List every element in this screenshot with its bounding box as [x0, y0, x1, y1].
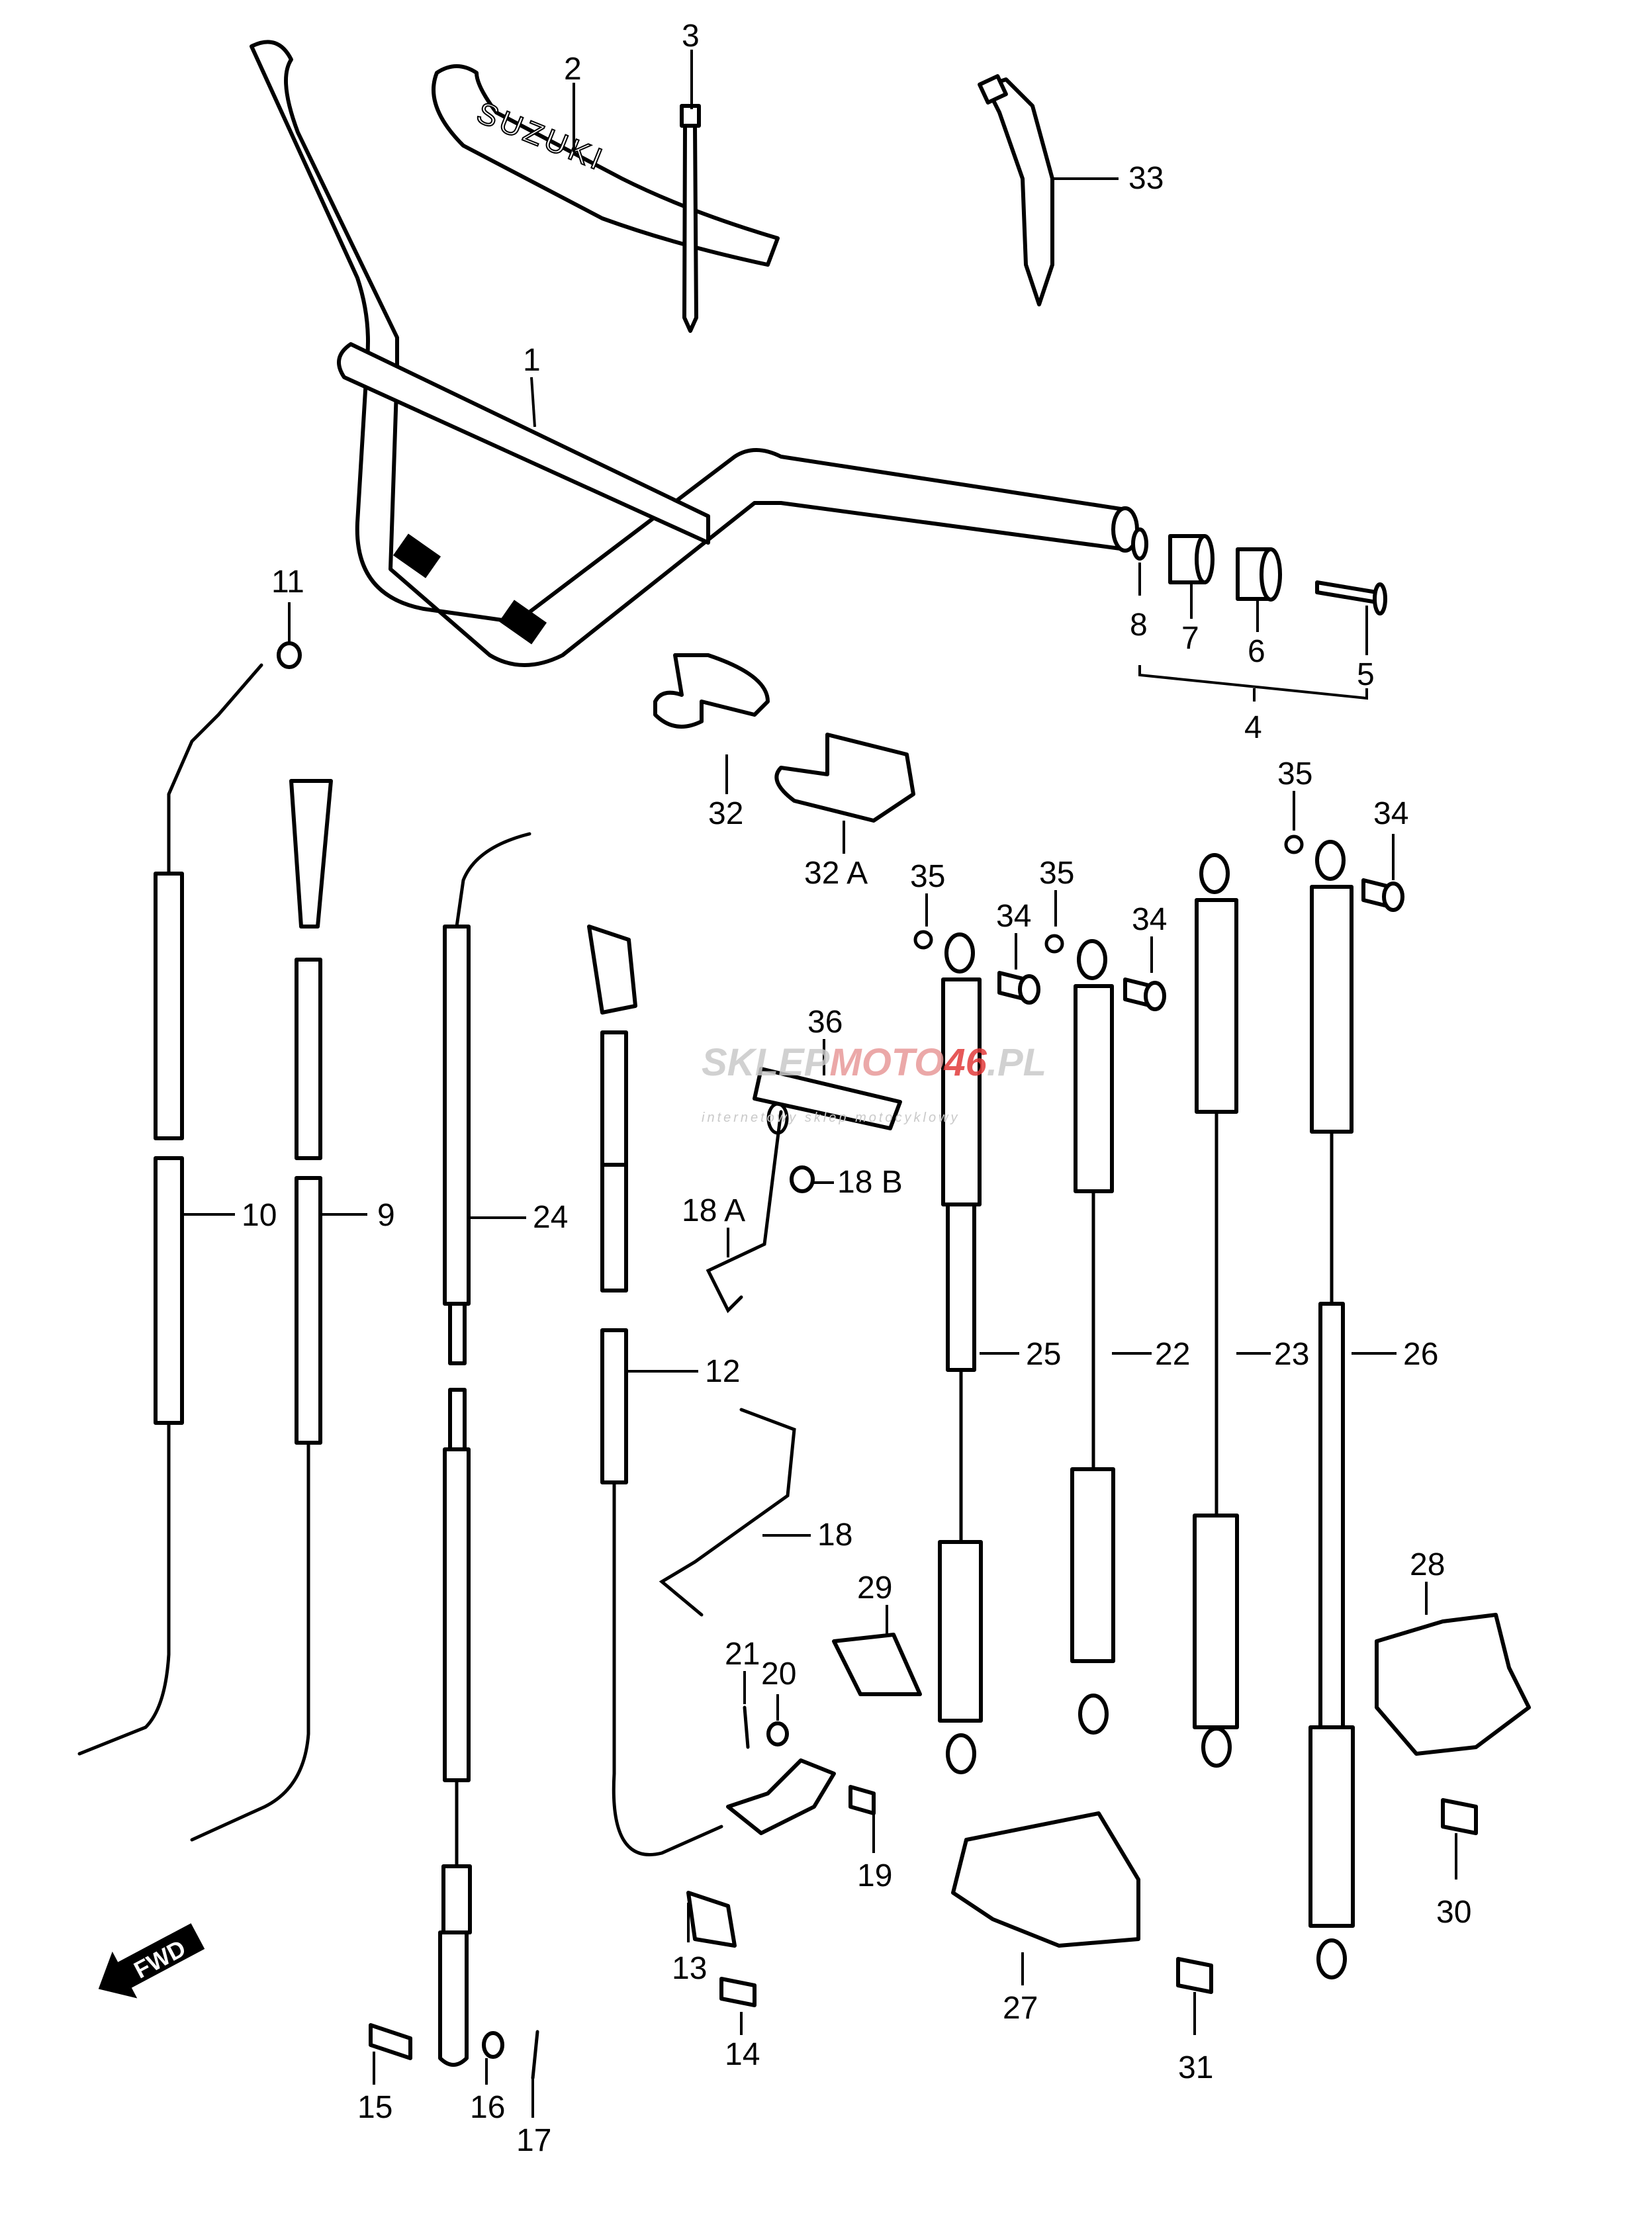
callout-32a: 32 A: [804, 856, 868, 891]
washer-8[interactable]: [1131, 527, 1148, 561]
washer-20[interactable]: [766, 1721, 789, 1746]
screw-5[interactable]: [1315, 580, 1387, 615]
pin-19[interactable]: [849, 1785, 876, 1815]
callout-36: 36: [807, 1005, 843, 1040]
callout-20: 20: [761, 1656, 796, 1692]
brake-cable-12[interactable]: [587, 925, 836, 1856]
bolt-30[interactable]: [1441, 1798, 1478, 1835]
callout-12: 12: [705, 1354, 740, 1389]
cotter-pin-21[interactable]: [743, 1705, 750, 1749]
callout-34-a: 34: [996, 899, 1031, 934]
callout-23: 23: [1274, 1337, 1309, 1372]
callout-7: 7: [1181, 621, 1199, 656]
handlebar-pad[interactable]: SUZUKI: [432, 64, 780, 267]
clutch-cable-24[interactable]: [438, 832, 531, 2067]
knurled-grip-band: [392, 533, 441, 578]
clamp-32a[interactable]: [774, 733, 915, 823]
callout-16: 16: [470, 2090, 505, 2125]
callout-35-b: 35: [1039, 856, 1074, 891]
callout-31: 31: [1178, 2050, 1213, 2085]
cable-guide-18a[interactable]: [706, 1102, 789, 1314]
pin-34-c[interactable]: [1361, 878, 1404, 912]
callout-27: 27: [1003, 1991, 1038, 2026]
callout-22: 22: [1155, 1337, 1190, 1372]
cable-tie[interactable]: [680, 104, 701, 333]
pin-34-a[interactable]: [997, 971, 1040, 1005]
callout-8: 8: [1130, 608, 1148, 643]
callout-11: 11: [271, 565, 304, 600]
callout-35-c: 35: [1277, 756, 1312, 792]
callout-18: 18: [817, 1518, 852, 1553]
watermark: SKLEPMOTO46.PL internetowy sklep motocyk…: [702, 1041, 1046, 1125]
control-cable-26[interactable]: [1308, 840, 1355, 1979]
cotter-pin-17[interactable]: [531, 2030, 539, 2080]
callout-2: 2: [564, 52, 582, 87]
callout-17: 17: [516, 2123, 551, 2158]
callout-1: 1: [523, 343, 541, 378]
callout-24: 24: [533, 1200, 568, 1235]
callout-labels: 1 2 3 4 5 6 7 8 9 10 11 12 13 14 15 16 1…: [242, 19, 1471, 2158]
callout-19: 19: [857, 1858, 892, 1893]
callout-30: 30: [1436, 1895, 1471, 1930]
callout-3: 3: [682, 19, 700, 54]
callout-25: 25: [1026, 1337, 1061, 1372]
throttle-cable-10[interactable]: [77, 663, 263, 1756]
bracket-27[interactable]: [951, 1811, 1140, 1948]
cable-tie-33[interactable]: [978, 74, 1054, 306]
callout-10: 10: [242, 1198, 277, 1233]
callout-6: 6: [1248, 634, 1265, 669]
cable-holder-36[interactable]: [753, 1067, 902, 1130]
callout-34-b: 34: [1132, 902, 1167, 937]
e-clip-35-b[interactable]: [1044, 934, 1064, 954]
clamp-32[interactable]: [653, 653, 770, 729]
callout-33: 33: [1128, 161, 1164, 196]
e-clip-35-c[interactable]: [1284, 835, 1304, 854]
callout-4: 4: [1244, 710, 1262, 745]
callout-32: 32: [708, 796, 743, 831]
callout-18a: 18 A: [682, 1193, 745, 1228]
callout-9: 9: [377, 1198, 395, 1233]
bracket-28[interactable]: [1375, 1613, 1531, 1756]
pin-34-b[interactable]: [1123, 977, 1166, 1011]
nut-11[interactable]: [277, 641, 302, 669]
washer-16[interactable]: [482, 2031, 504, 2059]
callout-13: 13: [672, 1951, 707, 1986]
leader-lines: [182, 50, 1457, 2118]
control-cable-23[interactable]: [1193, 853, 1239, 1768]
e-clip-35-a[interactable]: [913, 930, 933, 950]
handlebar[interactable]: [250, 40, 1139, 667]
washer-18b[interactable]: [790, 1165, 815, 1193]
throttle-cable-9[interactable]: [190, 779, 333, 1842]
bolt-31[interactable]: [1176, 1957, 1213, 1994]
bolt-14[interactable]: [719, 1977, 757, 2007]
cable-guide-18[interactable]: [659, 1408, 796, 1617]
callout-29: 29: [857, 1570, 892, 1606]
forward-direction-arrow: FWD: [98, 1923, 205, 1999]
callout-35-a: 35: [910, 859, 945, 894]
control-cable-22[interactable]: [1070, 939, 1115, 1735]
balancer-weight-6[interactable]: [1236, 547, 1282, 602]
clamp-13[interactable]: [686, 1891, 737, 1948]
control-cable-25[interactable]: [938, 932, 983, 1774]
balancer-weight-7[interactable]: [1168, 534, 1215, 584]
callout-21: 21: [725, 1637, 760, 1672]
callout-15: 15: [357, 2090, 392, 2125]
svg-text:internetowy sklep motocyklowy: internetowy sklep motocyklowy: [702, 1110, 960, 1125]
pin-15[interactable]: [369, 2023, 412, 2060]
callout-18b: 18 B: [837, 1165, 903, 1200]
callout-14: 14: [725, 2037, 760, 2072]
callout-28: 28: [1410, 1547, 1445, 1582]
callout-5: 5: [1357, 657, 1375, 692]
clip-29[interactable]: [832, 1633, 922, 1696]
callout-26: 26: [1403, 1337, 1438, 1372]
callout-34-c: 34: [1373, 796, 1408, 831]
svg-text:SKLEPMOTO46.PL: SKLEPMOTO46.PL: [702, 1041, 1046, 1084]
knurled-grip-band: [498, 600, 547, 645]
